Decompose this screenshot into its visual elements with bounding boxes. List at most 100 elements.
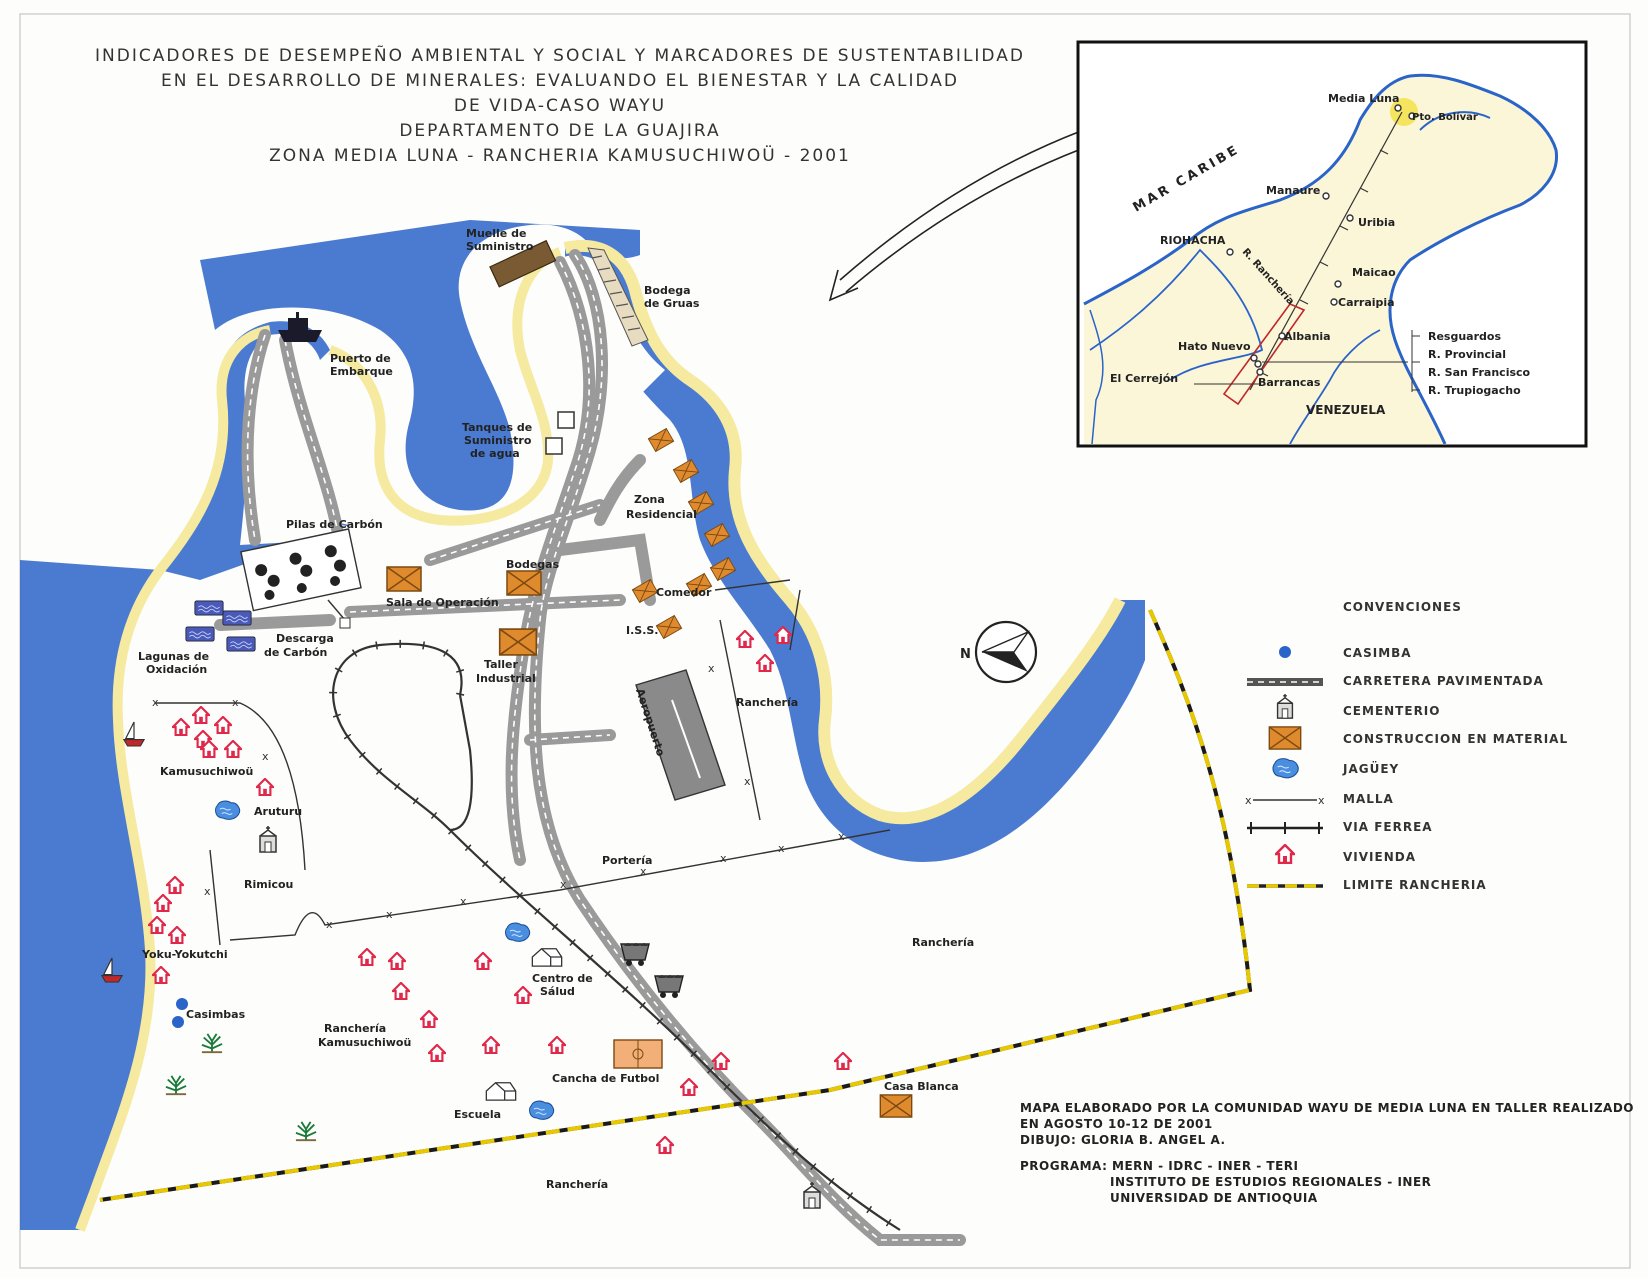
label-bodegas: Bodegas <box>506 558 560 571</box>
inset-label-media-luna: Media Luna <box>1328 92 1399 105</box>
health-center-icon <box>531 948 563 967</box>
credits-line-3: DIBUJO: GLORIA B. ANGEL A. <box>1020 1133 1226 1147</box>
water-tank <box>557 411 575 429</box>
coal-wagon-icon <box>654 974 684 999</box>
title-line-5: ZONA MEDIA LUNA - RANCHERIA KAMUSUCHIWOÜ… <box>269 146 851 166</box>
label-comedor: Comedor <box>656 586 712 599</box>
label-yoku: Yoku-Yokutchi <box>141 948 228 961</box>
label-tanques-2: Suministro <box>464 434 532 447</box>
credits-line-2: EN AGOSTO 10-12 DE 2001 <box>1020 1117 1213 1131</box>
svg-text:x: x <box>720 852 727 865</box>
legend-vivienda-symbol <box>1245 840 1325 870</box>
school-icon <box>485 1082 517 1101</box>
title-line-4: DEPARTAMENTO DE LA GUAJIRA <box>399 121 721 141</box>
svg-text:x: x <box>1318 794 1325 807</box>
svg-text:x: x <box>708 662 715 675</box>
inset-label-maicao: Maicao <box>1352 266 1396 279</box>
casimba-icon <box>172 1016 184 1028</box>
house-icon <box>1275 844 1295 864</box>
inset-label-el-cerrejon: El Cerrejón <box>1110 372 1178 385</box>
credits-block: MAPA ELABORADO POR LA COMUNIDAD WAYU DE … <box>1020 1100 1634 1206</box>
svg-text:x: x <box>262 750 269 763</box>
title-line-2: EN EL DESARROLLO DE MINERALES: EVALUANDO… <box>160 71 959 91</box>
inset-label-r-san-francisco: R. San Francisco <box>1428 366 1531 379</box>
legend-jaguey-symbol <box>1245 754 1325 784</box>
legend-cementerio-label: CEMENTERIO <box>1343 704 1441 718</box>
map-title: INDICADORES DE DESEMPEÑO AMBIENTAL Y SOC… <box>60 44 1060 169</box>
label-taller-2: Industrial <box>476 672 536 685</box>
inset-label-manaure: Manaure <box>1266 184 1320 197</box>
label-taller: Taller <box>484 658 519 671</box>
inset-label-uribia: Uribia <box>1358 216 1395 229</box>
inset-label-barrancas: Barrancas <box>1258 376 1321 389</box>
label-aruturu: Aruturu <box>254 805 302 818</box>
compass: N <box>960 620 1038 684</box>
credits-line-1: MAPA ELABORADO POR LA COMUNIDAD WAYU DE … <box>1020 1101 1634 1115</box>
legend-jaguey-label: JAGÜEY <box>1343 762 1400 776</box>
casimba-icon <box>176 998 188 1010</box>
jaguey-icon <box>1272 758 1299 779</box>
label-rancheria-k-2: Kamusuchiwoü <box>318 1036 411 1049</box>
label-kamusuchiwou: Kamusuchiwoü <box>160 765 253 778</box>
roads <box>214 249 966 1246</box>
jaguey-icon <box>504 922 531 942</box>
compass-n-label: N <box>960 647 971 662</box>
label-iss: I.S.S. <box>626 624 658 637</box>
label-zona: Zona <box>634 493 665 506</box>
inset-label-r-provincial: R. Provincial <box>1428 348 1506 361</box>
lagoon-icon <box>226 636 256 652</box>
label-puerto: Puerto de <box>330 352 391 365</box>
label-lagunas: Lagunas de <box>138 650 209 663</box>
inset-label-r-trupiogacho: R. Trupiogacho <box>1428 384 1521 397</box>
building-icon <box>1268 726 1302 750</box>
soccer-field <box>613 1039 663 1069</box>
legend-vivienda-label: VIVIENDA <box>1343 850 1416 864</box>
label-cancha: Cancha de Futbol <box>552 1072 659 1085</box>
label-porteria: Portería <box>602 854 652 867</box>
jaguey-icon <box>528 1100 555 1120</box>
muelle-pier <box>489 239 557 288</box>
label-casa-blanca: Casa Blanca <box>884 1080 959 1093</box>
coal-piles <box>240 528 362 629</box>
inset-label-hato-nuevo: Hato Nuevo <box>1178 340 1251 353</box>
legend-via-label: VIA FERREA <box>1343 820 1433 834</box>
label-rancheria-ne: Ranchería <box>736 696 798 709</box>
cemetery-icon <box>1276 694 1294 719</box>
label-tanques-3: de agua <box>470 447 520 460</box>
legend-limite-symbol <box>1245 870 1325 900</box>
svg-text:x: x <box>204 885 211 898</box>
title-line-1: INDICADORES DE DESEMPEÑO AMBIENTAL Y SOC… <box>95 46 1025 66</box>
inset-label-pto-bolivar: Pto. Bolívar <box>1412 111 1478 123</box>
label-bodega: Bodega <box>644 284 691 297</box>
label-centro: Centro de <box>532 972 593 985</box>
label-muelle: Muelle de <box>466 227 526 240</box>
label-lagunas-2: Oxidación <box>146 663 207 676</box>
label-descarga-2: de Carbón <box>264 646 327 659</box>
legend-construccion-label: CONSTRUCCION EN MATERIAL <box>1343 732 1569 746</box>
inset-label-albania: Albania <box>1284 330 1331 343</box>
rancheria-limit <box>99 609 1253 1202</box>
label-sala: Sala de Operación <box>386 596 499 609</box>
label-muelle-2: Suministro <box>466 240 534 253</box>
label-zona-2: Residencial <box>626 508 697 521</box>
legend-carretera-label: CARRETERA PAVIMENTADA <box>1343 674 1544 688</box>
lagoon-icon <box>185 626 215 642</box>
svg-text:x: x <box>232 696 239 709</box>
bodega-gruas <box>587 247 649 347</box>
legend-construccion-symbol <box>1245 724 1325 754</box>
legend-via-symbol <box>1245 812 1325 842</box>
inset-label-venezuela: VENEZUELA <box>1306 403 1386 417</box>
label-pilas: Pilas de Carbón <box>286 518 383 531</box>
svg-text:x: x <box>386 908 393 921</box>
plant-icon <box>200 1032 224 1054</box>
label-bodega-2: de Gruas <box>644 297 700 310</box>
jaguey-icon <box>214 800 241 820</box>
inset-label-resguardos: Resguardos <box>1428 330 1501 343</box>
label-escuela: Escuela <box>454 1108 501 1121</box>
svg-text:x: x <box>152 696 159 709</box>
label-rancheria-e: Ranchería <box>912 936 974 949</box>
